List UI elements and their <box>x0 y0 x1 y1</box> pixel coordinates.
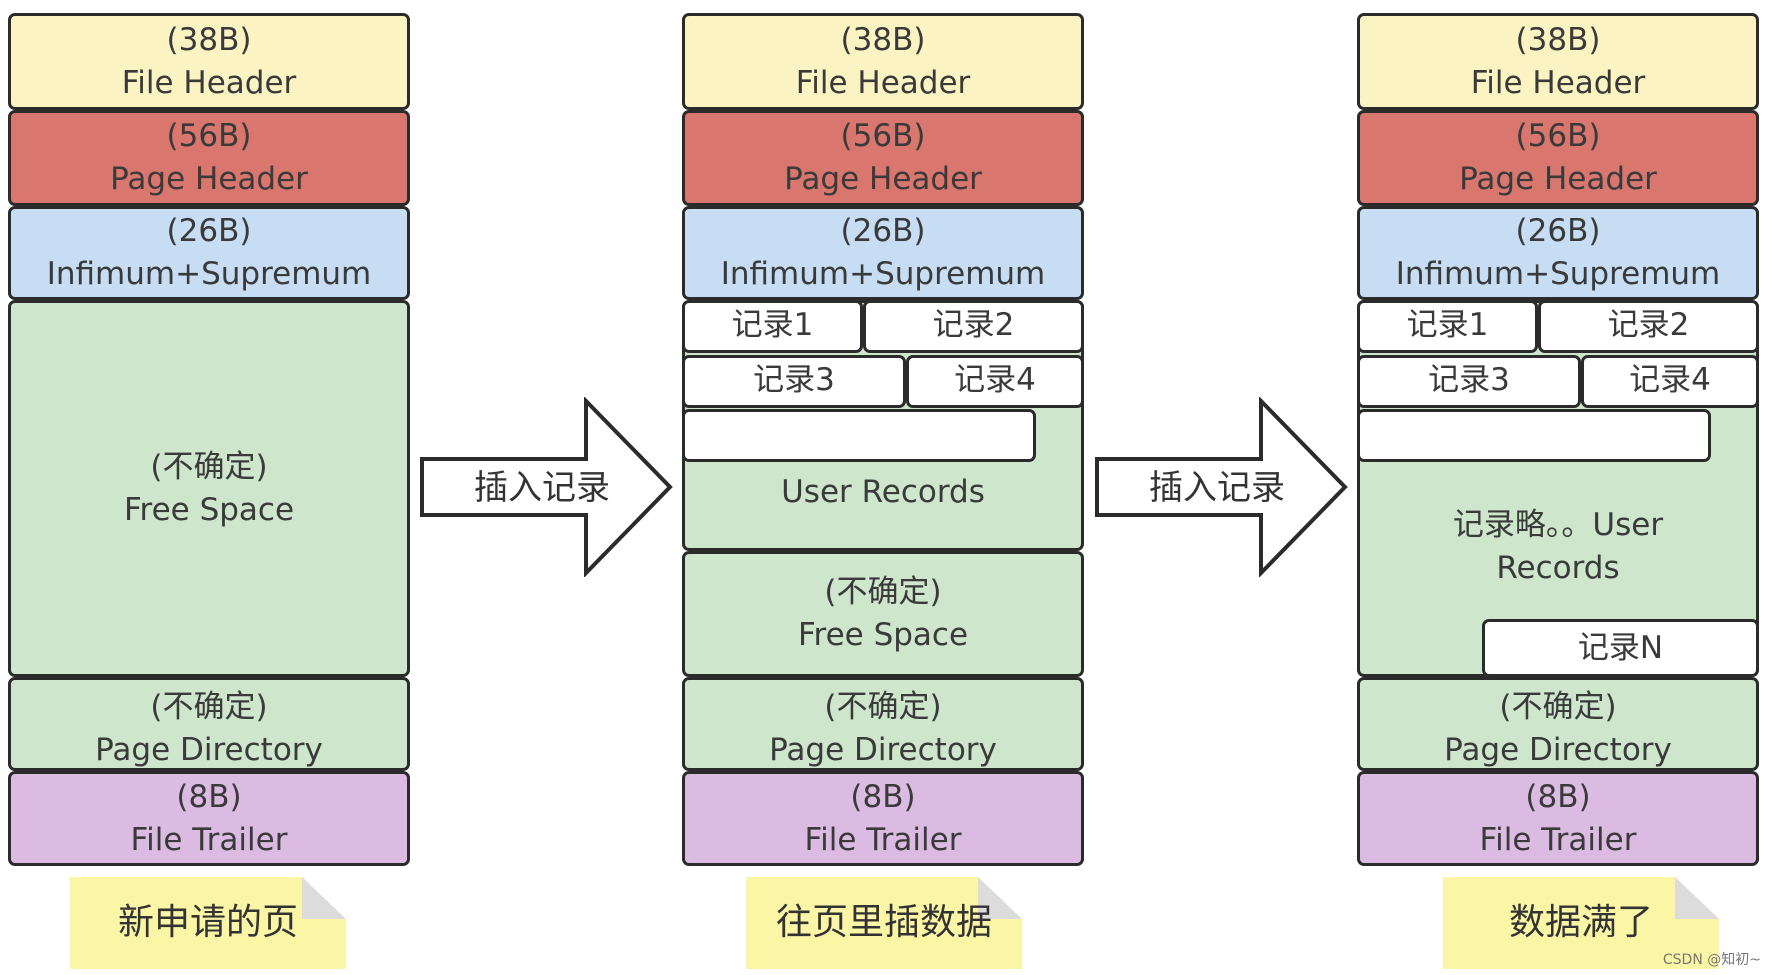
file-trailer-block: (8B) File Trailer <box>682 771 1084 866</box>
page-directory-name: Page Directory <box>1444 732 1672 768</box>
file-trailer-size: (8B) <box>176 778 242 815</box>
inf-sup-name: Infimum+Supremum <box>720 256 1046 292</box>
page-header-block: (56B) Page Header <box>682 110 1084 206</box>
file-trailer-block: (8B) File Trailer <box>8 771 410 866</box>
user-records-label: User Records <box>781 474 985 510</box>
file-header-name: File Header <box>795 64 971 101</box>
page-header-name: Page Header <box>110 161 308 197</box>
page-directory-block: (不确定) Page Directory <box>682 677 1084 771</box>
record-1: 记录1 <box>682 300 863 353</box>
right-arrow-icon <box>1095 397 1348 577</box>
file-trailer-size: (8B) <box>1525 778 1591 815</box>
note-full: 数据满了 <box>1443 877 1719 969</box>
free-space-size: (不确定) <box>824 574 942 610</box>
sticky-note-icon <box>1443 877 1719 969</box>
page-header-size: (56B) <box>840 118 926 154</box>
insert-record-label: 插入记录 <box>1149 468 1285 508</box>
file-header-size: (38B) <box>840 21 926 58</box>
file-header-name: File Header <box>1470 64 1646 101</box>
file-trailer-name: File Trailer <box>130 821 288 858</box>
record-empty <box>682 409 1036 462</box>
page-directory-block: (不确定) Page Directory <box>8 677 410 771</box>
user-records-label-line1: 记录略。。User <box>1452 507 1664 543</box>
note-label: 往页里插数据 <box>775 902 992 943</box>
file-header-size: (38B) <box>166 21 252 58</box>
free-space-block: (不确定) Free Space <box>682 551 1084 677</box>
page-header-size: (56B) <box>1515 118 1601 154</box>
record-n: 记录N <box>1482 619 1759 677</box>
note-label: 新申请的页 <box>117 902 298 943</box>
sticky-note-icon <box>746 877 1022 969</box>
record-3: 记录3 <box>1357 355 1581 408</box>
inf-sup-name: Infimum+Supremum <box>1395 256 1721 292</box>
infimum-supremum-block: (26B) Infimum+Supremum <box>682 206 1084 300</box>
infimum-supremum-block: (26B) Infimum+Supremum <box>8 206 410 300</box>
record-4: 记录4 <box>906 355 1084 408</box>
insert-record-label: 插入记录 <box>474 468 610 508</box>
record-1: 记录1 <box>1357 300 1538 353</box>
record-empty <box>1357 409 1711 462</box>
page-directory-size: (不确定) <box>824 689 942 725</box>
note-new-page: 新申请的页 <box>70 877 346 969</box>
note-inserting: 往页里插数据 <box>746 877 1022 969</box>
watermark: CSDN @知初~ <box>1662 952 1761 968</box>
page-directory-size: (不确定) <box>1499 689 1617 725</box>
note-label: 数据满了 <box>1508 902 1653 943</box>
file-header-size: (38B) <box>1515 21 1601 58</box>
file-trailer-name: File Trailer <box>804 821 962 858</box>
free-space-size: (不确定) <box>150 448 268 485</box>
page-directory-size: (不确定) <box>150 689 268 725</box>
page-directory-block: (不确定) Page Directory <box>1357 677 1759 771</box>
page-header-name: Page Header <box>1459 161 1657 197</box>
page-directory-name: Page Directory <box>769 732 997 768</box>
page-header-block: (56B) Page Header <box>1357 110 1759 206</box>
user-records-label-line2: Records <box>1496 550 1620 586</box>
inf-sup-size: (26B) <box>166 213 252 249</box>
file-trailer-block: (8B) File Trailer <box>1357 771 1759 866</box>
file-trailer-name: File Trailer <box>1479 821 1637 858</box>
page-header-block: (56B) Page Header <box>8 110 410 206</box>
file-header-block: (38B) File Header <box>8 13 410 110</box>
record-3: 记录3 <box>682 355 906 408</box>
free-space-block: (不确定) Free Space <box>8 300 410 677</box>
free-space-name: Free Space <box>797 617 969 653</box>
inf-sup-size: (26B) <box>840 213 926 249</box>
free-space-name: Free Space <box>123 491 295 528</box>
page-full: (38B) File Header (56B) Page Header (26B… <box>1357 13 1759 866</box>
page-header-name: Page Header <box>784 161 982 197</box>
inf-sup-name: Infimum+Supremum <box>46 256 372 292</box>
inf-sup-size: (26B) <box>1515 213 1601 249</box>
record-4: 记录4 <box>1581 355 1759 408</box>
file-header-name: File Header <box>121 64 297 101</box>
file-trailer-size: (8B) <box>850 778 916 815</box>
file-header-block: (38B) File Header <box>682 13 1084 110</box>
page-new: (38B) File Header (56B) Page Header (26B… <box>8 13 410 866</box>
right-arrow-icon <box>420 397 673 577</box>
page-header-size: (56B) <box>166 118 252 154</box>
record-2: 记录2 <box>863 300 1084 353</box>
page-inserting: (38B) File Header (56B) Page Header (26B… <box>682 13 1084 866</box>
page-directory-name: Page Directory <box>95 732 323 768</box>
file-header-block: (38B) File Header <box>1357 13 1759 110</box>
sticky-note-icon <box>70 877 346 969</box>
infimum-supremum-block: (26B) Infimum+Supremum <box>1357 206 1759 300</box>
record-2: 记录2 <box>1538 300 1759 353</box>
